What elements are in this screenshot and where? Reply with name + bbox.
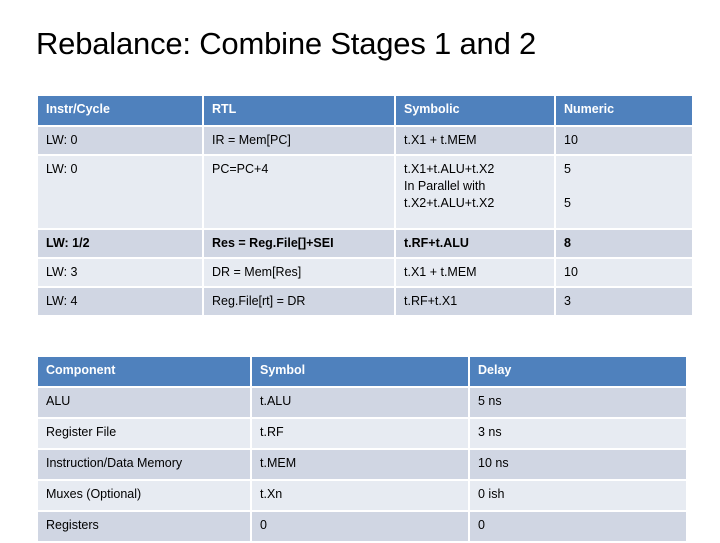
column-header-delay: Delay: [470, 357, 686, 386]
page-title: Rebalance: Combine Stages 1 and 2: [36, 26, 537, 61]
cell-component: ALU: [38, 388, 250, 417]
cell-symbol: 0: [252, 512, 468, 541]
table-header-row: Component Symbol Delay: [38, 357, 686, 386]
cell-instr-cycle: LW: 3: [38, 259, 202, 286]
cell-symbolic: t.RF+t.ALU: [396, 230, 554, 257]
table-row: Instruction/Data Memory t.MEM 10 ns: [38, 450, 686, 479]
cell-rtl: Reg.File[rt] = DR: [204, 288, 394, 315]
cell-rtl: PC=PC+4: [204, 156, 394, 228]
cell-delay: 10 ns: [470, 450, 686, 479]
instruction-cycle-table: Instr/Cycle RTL Symbolic Numeric LW: 0 I…: [36, 94, 694, 317]
cell-component: Muxes (Optional): [38, 481, 250, 510]
column-header-numeric: Numeric: [556, 96, 692, 125]
table-row: Registers 0 0: [38, 512, 686, 541]
cell-instr-cycle: LW: 0: [38, 127, 202, 154]
cell-numeric: 3: [556, 288, 692, 315]
cell-instr-cycle: LW: 0: [38, 156, 202, 228]
table-row: ALU t.ALU 5 ns: [38, 388, 686, 417]
cell-symbol: t.ALU: [252, 388, 468, 417]
cell-numeric: 10: [556, 127, 692, 154]
cell-instr-cycle: LW: 4: [38, 288, 202, 315]
cell-rtl: DR = Mem[Res]: [204, 259, 394, 286]
table-header-row: Instr/Cycle RTL Symbolic Numeric: [38, 96, 692, 125]
cell-instr-cycle: LW: 1/2: [38, 230, 202, 257]
cell-numeric: 5 5: [556, 156, 692, 228]
cell-numeric: 8: [556, 230, 692, 257]
table-row: LW: 0 IR = Mem[PC] t.X1 + t.MEM 10: [38, 127, 692, 154]
cell-delay: 0 ish: [470, 481, 686, 510]
cell-component: Instruction/Data Memory: [38, 450, 250, 479]
column-header-component: Component: [38, 357, 250, 386]
column-header-symbolic: Symbolic: [396, 96, 554, 125]
cell-symbol: t.MEM: [252, 450, 468, 479]
cell-rtl: IR = Mem[PC]: [204, 127, 394, 154]
table-row: Muxes (Optional) t.Xn 0 ish: [38, 481, 686, 510]
cell-symbolic: t.RF+t.X1: [396, 288, 554, 315]
column-header-rtl: RTL: [204, 96, 394, 125]
cell-numeric: 10: [556, 259, 692, 286]
cell-component: Register File: [38, 419, 250, 448]
table-row: LW: 4 Reg.File[rt] = DR t.RF+t.X1 3: [38, 288, 692, 315]
table-row: LW: 3 DR = Mem[Res] t.X1 + t.MEM 10: [38, 259, 692, 286]
cell-symbolic: t.X1+t.ALU+t.X2 In Parallel with t.X2+t.…: [396, 156, 554, 228]
cell-rtl: Res = Reg.File[]+SEI: [204, 230, 394, 257]
cell-delay: 5 ns: [470, 388, 686, 417]
column-header-symbol: Symbol: [252, 357, 468, 386]
table-row: LW: 1/2 Res = Reg.File[]+SEI t.RF+t.ALU …: [38, 230, 692, 257]
component-delay-table: Component Symbol Delay ALU t.ALU 5 ns Re…: [36, 355, 688, 543]
cell-symbol: t.Xn: [252, 481, 468, 510]
cell-symbolic: t.X1 + t.MEM: [396, 259, 554, 286]
table-row: Register File t.RF 3 ns: [38, 419, 686, 448]
cell-component: Registers: [38, 512, 250, 541]
table-row: LW: 0 PC=PC+4 t.X1+t.ALU+t.X2 In Paralle…: [38, 156, 692, 228]
column-header-instr-cycle: Instr/Cycle: [38, 96, 202, 125]
cell-symbolic: t.X1 + t.MEM: [396, 127, 554, 154]
cell-delay: 0: [470, 512, 686, 541]
cell-delay: 3 ns: [470, 419, 686, 448]
cell-symbol: t.RF: [252, 419, 468, 448]
